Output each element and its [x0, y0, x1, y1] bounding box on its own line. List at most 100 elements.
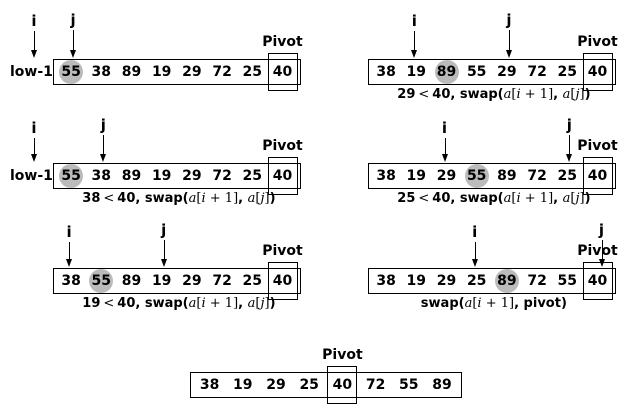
array-cell: 29 — [182, 64, 202, 80]
j-pointer-arrow-head — [598, 259, 605, 267]
i-pointer-label: i — [411, 12, 417, 30]
array-cell: 55 — [466, 168, 487, 184]
array-cell: 19 — [406, 273, 427, 289]
array-cell: 25 — [557, 168, 578, 184]
pivot-label: Pivot — [322, 347, 363, 363]
j-pointer-arrow-head — [160, 259, 167, 267]
array-cell: 40 — [272, 64, 293, 80]
array-cell: 72 — [365, 377, 386, 393]
i-pointer-arrow-head — [66, 259, 73, 267]
array-cell: 89 — [497, 273, 517, 289]
array-cell: 38 — [91, 64, 112, 80]
i-pointer-arrow-head — [31, 154, 37, 162]
array-box — [53, 59, 301, 85]
array-cell: 40 — [587, 168, 608, 184]
array-cell: 55 — [61, 168, 81, 184]
array-cell: 55 — [61, 64, 81, 80]
highlight-circle — [464, 164, 489, 188]
highlight-circle — [494, 269, 519, 293]
j-pointer-label: j — [506, 11, 512, 29]
i-pointer-arrow-line — [69, 242, 71, 259]
j-pointer-arrow-line — [73, 30, 75, 50]
array-cell: 38 — [376, 64, 396, 80]
pivot-label: Pivot — [262, 34, 303, 50]
j-pointer-arrow-line — [508, 30, 510, 50]
low-minus-one-label: low-1 — [10, 64, 53, 80]
pivot-box — [267, 53, 298, 91]
i-pointer-arrow-head — [31, 50, 37, 58]
i-pointer-arrow-line — [34, 31, 35, 50]
array-box — [190, 372, 462, 398]
array-cell: 19 — [151, 64, 172, 80]
array-cell: 89 — [497, 168, 517, 184]
array-cell: 89 — [121, 273, 142, 289]
array-cell: 55 — [557, 273, 578, 289]
j-pointer-arrow-line — [103, 135, 105, 154]
pivot-box — [582, 157, 613, 195]
array-box — [368, 268, 616, 294]
step-caption: 19<40, swap(a[i + 1], a[j]) — [82, 296, 276, 311]
array-cell: 25 — [242, 168, 263, 184]
array-cell: 19 — [151, 273, 172, 289]
array-cell: 29 — [436, 273, 457, 289]
pivot-label: Pivot — [577, 243, 618, 259]
array-cell: 89 — [121, 64, 142, 80]
array-cell: 25 — [557, 64, 578, 80]
array-cell: 38 — [199, 377, 220, 393]
array-cell: 40 — [587, 64, 608, 80]
j-pointer-arrow-head — [100, 154, 107, 162]
i-pointer-arrow-line — [474, 242, 476, 259]
j-pointer-label: j — [100, 116, 106, 134]
array-cell: 29 — [497, 64, 517, 80]
low-minus-one-label: low-1 — [10, 168, 53, 184]
i-pointer-arrow-line — [414, 31, 416, 50]
array-box — [368, 59, 616, 85]
step-caption: 29<40, swap(a[i + 1], a[j]) — [397, 87, 591, 102]
array-cell: 89 — [121, 168, 142, 184]
i-pointer-label: i — [66, 223, 72, 241]
step-caption: 25<40, swap(a[i + 1], a[j]) — [397, 191, 591, 206]
array-cell: 55 — [399, 377, 419, 393]
j-pointer-label: j — [566, 116, 572, 134]
array-cell: 40 — [332, 377, 353, 393]
pivot-box — [267, 157, 298, 195]
highlight-circle — [434, 60, 459, 84]
array-cell: 38 — [91, 168, 112, 184]
array-box — [53, 268, 301, 294]
pivot-box — [327, 366, 358, 404]
array-cell: 72 — [527, 64, 547, 80]
pivot-box — [582, 262, 613, 300]
array-box — [368, 163, 616, 189]
i-pointer-arrow-head — [441, 154, 448, 162]
j-pointer-arrow-line — [601, 240, 603, 259]
i-pointer-label: i — [31, 119, 37, 137]
highlight-circle — [59, 60, 84, 84]
j-pointer-label: j — [70, 11, 76, 29]
array-cell: 40 — [587, 273, 608, 289]
pivot-label: Pivot — [262, 138, 303, 154]
i-pointer-arrow-line — [34, 138, 35, 154]
j-pointer-arrow-line — [163, 240, 165, 259]
array-cell: 29 — [266, 377, 286, 393]
i-pointer-label: i — [31, 12, 37, 30]
array-cell: 25 — [242, 64, 263, 80]
array-cell: 55 — [91, 273, 112, 289]
array-cell: 19 — [406, 64, 427, 80]
j-pointer-label: j — [598, 221, 605, 239]
i-pointer-arrow-head — [471, 259, 478, 267]
array-cell: 29 — [182, 168, 202, 184]
i-pointer-arrow-line — [444, 138, 446, 154]
array-cell: 38 — [61, 273, 81, 289]
j-pointer-arrow-head — [505, 50, 512, 58]
array-cell: 72 — [212, 64, 232, 80]
array-cell: 38 — [376, 168, 396, 184]
pivot-box — [267, 262, 298, 300]
highlight-circle — [89, 269, 114, 293]
i-pointer-label: i — [441, 119, 448, 137]
j-pointer-arrow-head — [566, 154, 573, 162]
i-pointer-arrow-head — [411, 50, 418, 58]
array-cell: 29 — [436, 168, 457, 184]
step-caption: swap(a[i + 1], pivot) — [420, 296, 567, 311]
array-cell: 25 — [242, 273, 263, 289]
